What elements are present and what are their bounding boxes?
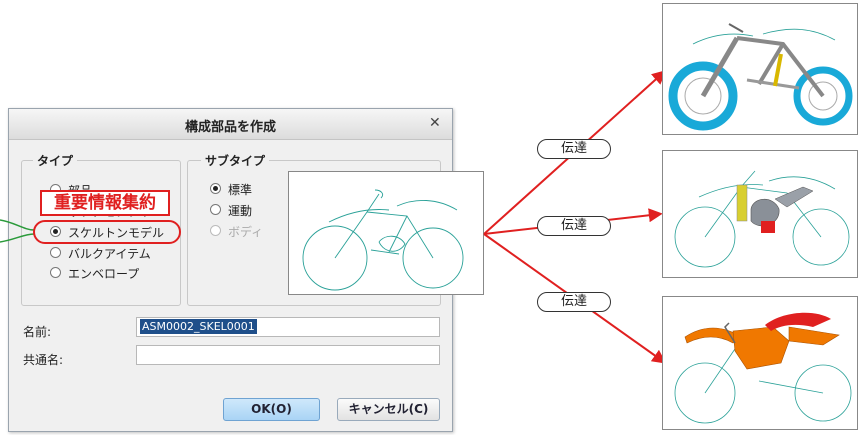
subtype-label-standard: 標準 [228, 183, 253, 197]
body-model-preview [662, 296, 858, 430]
callout-label: 重要情報集約 [40, 190, 170, 216]
subtype-label-body: ボディ [228, 225, 264, 239]
type-label-bulk-item: バルクアイテム [68, 247, 151, 261]
common-name-input[interactable] [136, 345, 440, 365]
subtype-radio-standard[interactable] [210, 183, 221, 194]
transfer-label-3: 伝達 [537, 292, 611, 312]
skeleton-preview [288, 171, 484, 295]
type-label-skeleton: スケルトンモデル [68, 226, 165, 240]
subtype-group-title: サブタイプ [201, 152, 270, 169]
transfer-label-1: 伝達 [537, 139, 611, 159]
ok-button[interactable]: OK(O) [223, 398, 320, 421]
subtype-radio-motion[interactable] [210, 204, 221, 215]
motorcycle-engine-icon [674, 170, 850, 268]
frame-model-preview [662, 3, 858, 135]
green-connector-icon [0, 219, 35, 243]
type-radio-skeleton[interactable] [50, 226, 61, 237]
skeleton-sketch-icon [302, 189, 464, 291]
name-input-value: ASM0002_SKEL0001 [140, 319, 257, 334]
type-radio-bulk-item[interactable] [50, 247, 61, 258]
type-label-envelope: エンベロープ [68, 267, 140, 281]
close-icon[interactable]: ✕ [429, 115, 441, 131]
subtype-label-motion: 運動 [228, 204, 253, 218]
dialog-titlebar: 構成部品を作成 ✕ [9, 109, 452, 140]
common-name-label: 共通名: [23, 353, 64, 367]
type-group-title: タイプ [33, 152, 78, 169]
motorcycle-frame-icon [668, 23, 853, 131]
subtype-radio-body [210, 225, 221, 236]
cancel-button[interactable]: キャンセル(C) [337, 398, 440, 421]
dialog-title: 構成部品を作成 [184, 120, 276, 135]
transfer-label-2: 伝達 [537, 216, 611, 236]
type-radio-envelope[interactable] [50, 267, 61, 278]
motorcycle-body-icon [674, 312, 852, 424]
name-input[interactable]: ASM0002_SKEL0001 [136, 317, 440, 337]
name-label: 名前: [23, 325, 52, 339]
engine-model-preview [662, 150, 858, 278]
skeleton-highlight [33, 220, 181, 244]
